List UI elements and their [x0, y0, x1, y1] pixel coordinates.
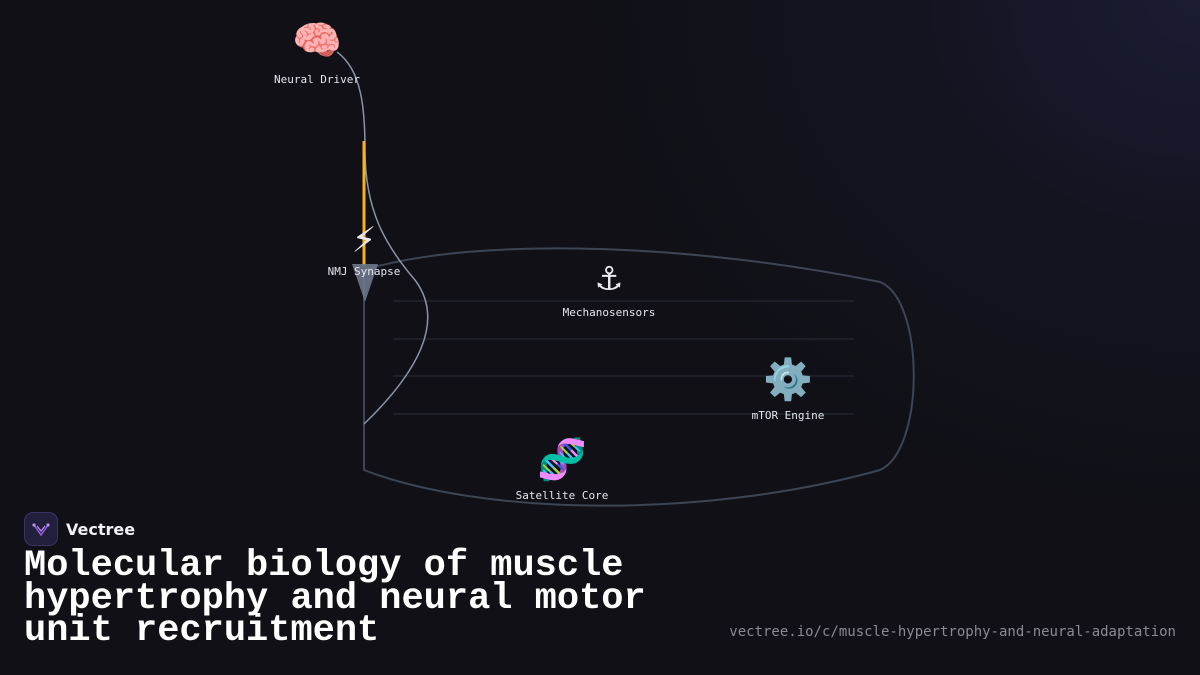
gear-icon: ⚙️ [763, 357, 813, 403]
node-label: NMJ Synapse [327, 265, 401, 278]
node-nmj-synapse: ⚡ NMJ Synapse [328, 216, 401, 278]
node-satellite-core: 🧬 Satellite Core [516, 437, 609, 502]
node-label: Satellite Core [515, 489, 609, 502]
anchor-icon: ⚓ [596, 254, 622, 300]
dna-icon: 🧬 [537, 437, 587, 483]
brand: Vectree [24, 512, 135, 546]
lightning-icon: ⚡ [351, 216, 377, 262]
muscle-outline [363, 247, 915, 507]
node-label: Mechanosensors [562, 306, 656, 319]
motor-nerve [336, 51, 429, 425]
node-neural-driver: 🧠 Neural Driver [274, 18, 360, 86]
synapse-terminal [352, 264, 378, 302]
vectree-logo-icon [24, 512, 58, 546]
brain-icon: 🧠 [292, 18, 342, 64]
node-label: mTOR Engine [751, 409, 825, 422]
page-url[interactable]: vectree.io/c/muscle-hypertrophy-and-neur… [729, 624, 1176, 640]
node-label: Neural Driver [273, 73, 361, 86]
brand-name: Vectree [66, 519, 136, 539]
page-title: Molecular biology of muscle hypertrophy … [24, 545, 646, 652]
node-mechanosensors: ⚓ Mechanosensors [563, 254, 656, 319]
node-mtor-engine: ⚙️ mTOR Engine [752, 357, 825, 422]
